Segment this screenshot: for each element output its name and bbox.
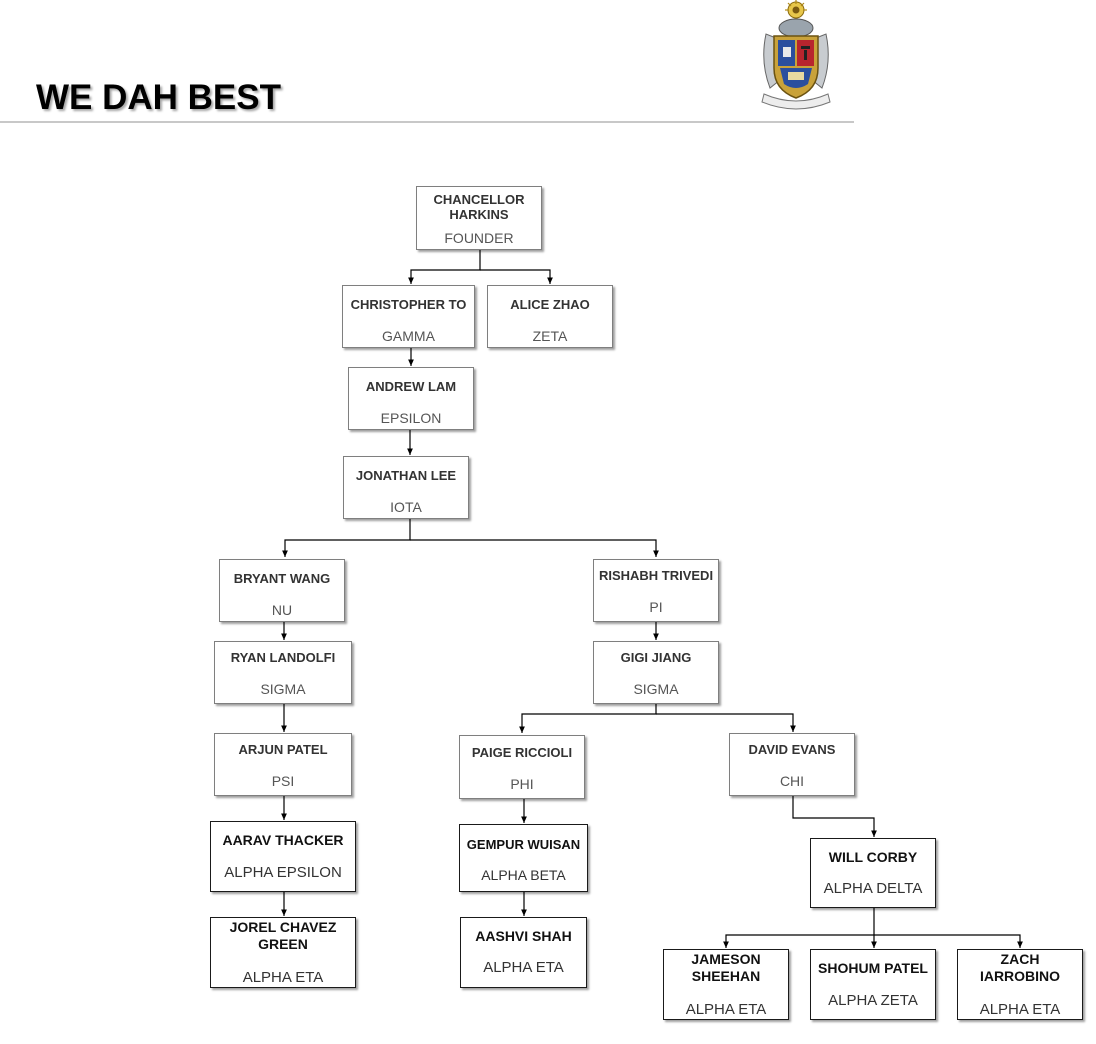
connector-jonathan-rishabh xyxy=(410,539,659,557)
node-role: ALPHA ZETA xyxy=(828,992,918,1009)
node-paige: PAIGE RICCIOLI PHI xyxy=(459,735,585,799)
node-name: AARAV THACKER xyxy=(222,832,344,848)
node-name: JAMESON SHEEHAN xyxy=(691,951,761,984)
node-zach: ZACH IARROBINO ALPHA ETA xyxy=(957,949,1083,1020)
node-david: DAVID EVANS CHI xyxy=(729,733,855,796)
node-shohum: SHOHUM PATEL ALPHA ZETA xyxy=(810,949,936,1020)
node-arjun: ARJUN PATEL PSI xyxy=(214,733,352,796)
node-name: GIGI JIANG xyxy=(620,650,692,665)
node-alice: ALICE ZHAO ZETA xyxy=(487,285,613,348)
node-jonathan: JONATHAN LEE IOTA xyxy=(343,456,469,519)
node-role: PSI xyxy=(271,773,295,789)
node-bryant: BRYANT WANG NU xyxy=(219,559,345,622)
node-role: ALPHA BETA xyxy=(481,867,566,883)
connector-gigi-paige xyxy=(519,704,657,733)
node-ryan: RYAN LANDOLFI SIGMA xyxy=(214,641,352,704)
node-role: SIGMA xyxy=(633,681,679,697)
connector-chancellor-christopher xyxy=(408,250,481,284)
node-aashvi: AASHVI SHAH ALPHA ETA xyxy=(460,917,587,988)
node-jorel: JOREL CHAVEZ GREEN ALPHA ETA xyxy=(210,917,356,988)
node-name: RYAN LANDOLFI xyxy=(230,650,336,665)
header-divider xyxy=(0,121,854,123)
node-role: ALPHA ETA xyxy=(483,959,564,976)
node-gempur: GEMPUR WUISAN ALPHA BETA xyxy=(459,824,588,892)
node-name: ANDREW LAM xyxy=(365,379,457,394)
node-name: PAIGE RICCIOLI xyxy=(471,745,573,760)
node-name: ALICE ZHAO xyxy=(510,297,590,312)
node-role: IOTA xyxy=(390,499,422,515)
page-title: WE DAH BEST xyxy=(36,78,281,117)
node-role: NU xyxy=(271,602,293,618)
node-christopher: CHRISTOPHER TO GAMMA xyxy=(342,285,475,348)
node-name: WILL CORBY xyxy=(828,849,918,865)
node-name: CHRISTOPHER TO xyxy=(350,297,467,312)
node-name: RISHABH TRIVEDI xyxy=(598,568,714,583)
node-name: DAVID EVANS xyxy=(748,742,836,757)
node-role: EPSILON xyxy=(380,410,442,426)
node-name: JOREL CHAVEZ GREEN xyxy=(229,919,337,952)
node-role: SIGMA xyxy=(260,681,306,697)
node-will: WILL CORBY ALPHA DELTA xyxy=(810,838,936,908)
node-role: CHI xyxy=(779,773,805,789)
node-name: SHOHUM PATEL xyxy=(818,960,928,976)
connector-will-zach xyxy=(874,934,1023,948)
node-role: GAMMA xyxy=(382,328,435,344)
node-role: ALPHA ETA xyxy=(979,1001,1061,1018)
node-chancellor: CHANCELLOR HARKINS FOUNDER xyxy=(416,186,542,250)
node-role: PI xyxy=(649,599,663,615)
node-rishabh: RISHABH TRIVEDI PI xyxy=(593,559,719,622)
fraternity-crest-icon xyxy=(761,0,831,110)
node-role: ZETA xyxy=(532,328,568,344)
node-role: FOUNDER xyxy=(444,230,514,246)
node-andrew: ANDREW LAM EPSILON xyxy=(348,367,474,430)
node-name: JONATHAN LEE xyxy=(355,468,457,483)
connector-gigi-david xyxy=(656,713,796,732)
node-gigi: GIGI JIANG SIGMA xyxy=(593,641,719,704)
node-name: ARJUN PATEL xyxy=(238,742,328,757)
connector-jonathan-bryant xyxy=(282,519,411,557)
connector-david-will xyxy=(792,796,877,837)
node-role: ALPHA ETA xyxy=(242,969,324,986)
connector-will-jameson xyxy=(723,908,875,948)
node-role: ALPHA DELTA xyxy=(823,880,923,897)
node-role: ALPHA EPSILON xyxy=(224,864,342,881)
node-aarav: AARAV THACKER ALPHA EPSILON xyxy=(210,821,356,892)
node-role: PHI xyxy=(510,776,534,792)
node-jameson: JAMESON SHEEHAN ALPHA ETA xyxy=(663,949,789,1020)
node-name: ZACH IARROBINO xyxy=(979,951,1061,984)
node-role: ALPHA ETA xyxy=(685,1001,767,1018)
node-name: CHANCELLOR HARKINS xyxy=(433,192,525,222)
node-name: AASHVI SHAH xyxy=(475,928,572,944)
node-name: BRYANT WANG xyxy=(233,571,331,586)
connector-chancellor-alice xyxy=(480,269,553,284)
node-name: GEMPUR WUISAN xyxy=(466,837,581,852)
